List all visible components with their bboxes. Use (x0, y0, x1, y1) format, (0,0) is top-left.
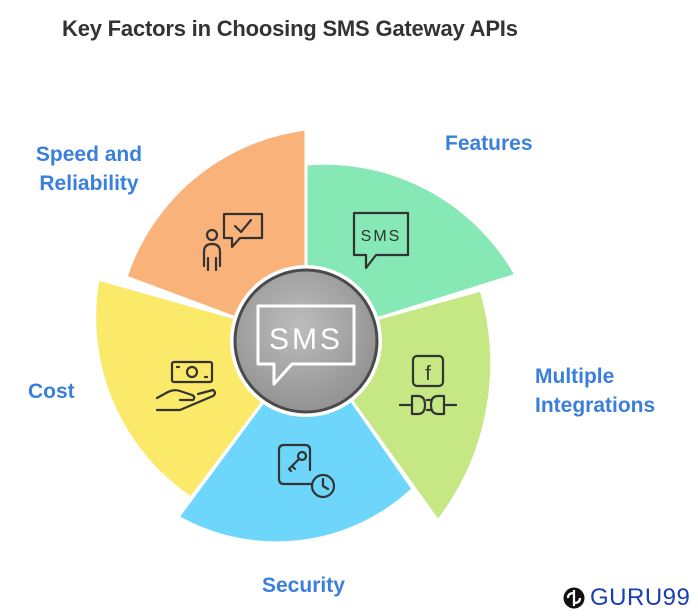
label-features: Features (445, 132, 533, 155)
features-icon-text: SMS (361, 228, 402, 245)
page-title: Key Factors in Choosing SMS Gateway APIs (62, 16, 518, 41)
guru99-logo: GURU99 (562, 584, 690, 612)
money-hand-icon (155, 360, 217, 412)
phone-key-clock-icon (277, 443, 336, 499)
center-sms-bubble-icon (256, 304, 356, 386)
sms-bubble-icon (352, 211, 410, 270)
center-text: SMS (269, 323, 343, 356)
integrations-icon-text: f (425, 363, 431, 385)
guru99-logo-text: GURU99 (590, 584, 691, 611)
label-security: Security (262, 574, 345, 597)
facebook-plug-icon (398, 354, 458, 416)
person-chat-check-icon (202, 212, 264, 272)
label-speed-reliability: Speed and Reliability (35, 143, 143, 195)
label-cost: Cost (28, 380, 75, 403)
label-multiple-integrations: Multiple Integrations (535, 365, 656, 417)
guru99-logo-icon (563, 587, 585, 609)
